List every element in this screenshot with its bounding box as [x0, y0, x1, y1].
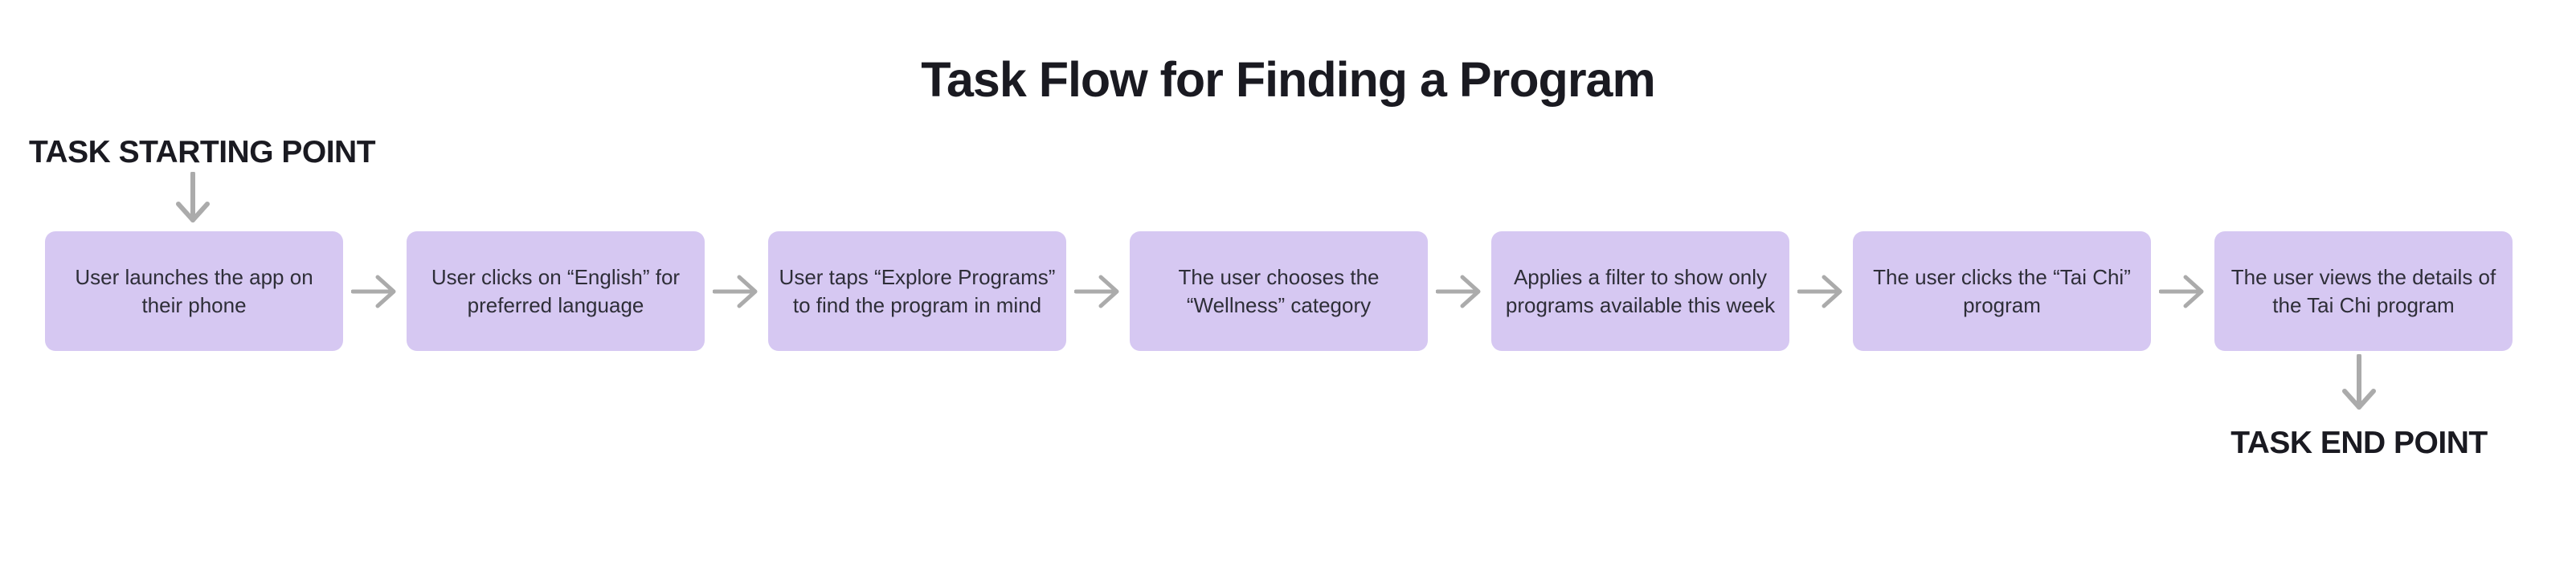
arrow-down-icon: [2342, 354, 2376, 410]
flow-step-text-line: Applies a filter to show only: [1513, 264, 1768, 289]
arrow-right-icon: [343, 231, 407, 351]
flow-step: The user clicks the “Tai Chi” program: [1853, 231, 2151, 351]
flow-step-text-line: “Wellness” category: [1186, 292, 1372, 317]
flow-step-text-line: User clicks on “English” for: [431, 264, 681, 289]
flow-step-text-line: their phone: [141, 292, 247, 317]
flow-step: The user views the details of the Tai Chi…: [2214, 231, 2513, 351]
flow-step-text-line: User launches the app on: [75, 264, 313, 289]
flow-step: User launches the app on their phone: [45, 231, 343, 351]
arrow-right-icon: [1789, 231, 1853, 351]
flow-step-text-line: User taps “Explore Programs”: [779, 264, 1056, 289]
arrow-right-icon: [2151, 231, 2214, 351]
flow-step: User clicks on “English” for preferred la…: [407, 231, 705, 351]
arrow-right-icon: [1066, 231, 1130, 351]
flow-step-text-line: programs available this week: [1505, 292, 1776, 317]
flow-step-text-line: The user views the details of: [2230, 264, 2496, 289]
flow-step: Applies a filter to show only programs av…: [1491, 231, 1789, 351]
flow-step-text-line: program: [1963, 292, 2041, 317]
flow-step: User taps “Explore Programs” to find the …: [768, 231, 1066, 351]
flow-step-text-line: the Tai Chi program: [2272, 292, 2455, 317]
flow-step-text-line: The user chooses the: [1178, 264, 1380, 289]
flow-step: The user chooses the “Wellness” category: [1130, 231, 1428, 351]
arrow-right-icon: [705, 231, 768, 351]
page-title: Task Flow for Finding a Program: [921, 52, 1655, 107]
arrow-right-icon: [1428, 231, 1491, 351]
arrow-down-icon: [176, 172, 210, 222]
flow-step-text-line: to find the program in mind: [792, 292, 1042, 317]
flow-step-text-line: preferred language: [467, 292, 644, 317]
flow-step-text-line: The user clicks the “Tai Chi”: [1873, 264, 2131, 289]
end-point-label: TASK END POINT: [2230, 426, 2488, 460]
start-point-label: TASK STARTING POINT: [29, 135, 376, 169]
